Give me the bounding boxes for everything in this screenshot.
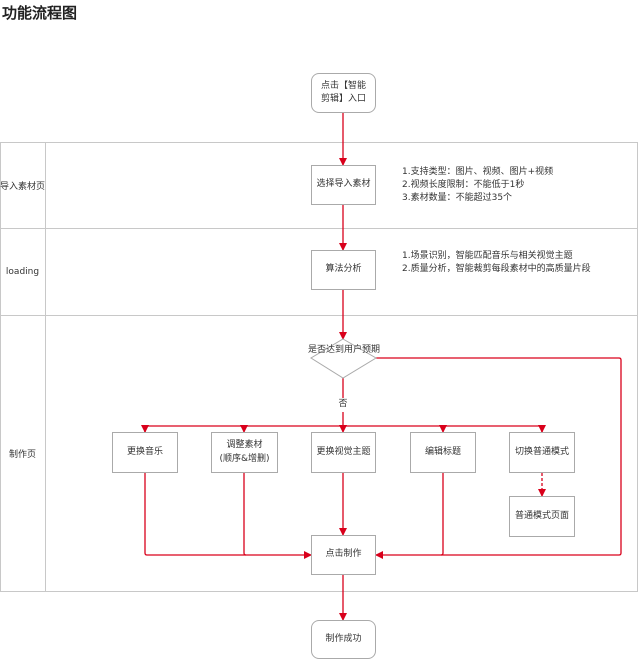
note-line: 1.场景识别，智能匹配音乐与相关视觉主题 (402, 251, 573, 261)
algo-notes: 1.场景识别，智能匹配音乐与相关视觉主题 2.质量分析，智能裁剪每段素材中的高质… (402, 250, 591, 276)
start-node: 点击【智能剪辑】入口 (311, 73, 376, 113)
algorithm-node: 算法分析 (311, 250, 376, 290)
lane-make (0, 315, 638, 592)
adjust-material-node: 调整素材 (顺序&增删) (211, 432, 278, 473)
change-music-node: 更换音乐 (112, 432, 178, 473)
success-node: 制作成功 (311, 620, 376, 659)
decision-label: 是否达到用户预期 (307, 345, 380, 355)
select-material-node: 选择导入素材 (311, 165, 376, 205)
adjust-line1: 调整素材 (226, 440, 263, 450)
adjust-line2: (顺序&增删) (219, 453, 270, 464)
arrow-yes-make (375, 357, 622, 559)
note-line: 1.支持类型：图片、视频、图片+视频 (402, 167, 554, 177)
note-line: 2.视频长度限制：不能低于1秒 (402, 180, 525, 190)
decision-diamond (310, 338, 377, 379)
note-line: 3.素材数量：不能超过35个 (402, 193, 513, 203)
edit-title-node: 编辑标题 (410, 432, 476, 473)
click-make-node: 点击制作 (311, 535, 376, 575)
no-label: 否 (336, 398, 350, 412)
switch-mode-node: 切换普通模式 (509, 432, 575, 473)
lane-label-loading: loading (0, 228, 46, 316)
change-theme-node: 更换视觉主题 (311, 432, 376, 473)
normal-mode-page-node: 普通模式页面 (509, 496, 575, 537)
lane-label-import: 导入素材页 (0, 142, 46, 229)
select-notes: 1.支持类型：图片、视频、图片+视频 2.视频长度限制：不能低于1秒 3.素材数… (402, 166, 553, 205)
note-line: 2.质量分析，智能裁剪每段素材中的高质量片段 (402, 264, 591, 274)
page-title: 功能流程图 (2, 4, 78, 22)
arrow-music-make (144, 473, 312, 559)
lane-label-make: 制作页 (0, 315, 46, 592)
